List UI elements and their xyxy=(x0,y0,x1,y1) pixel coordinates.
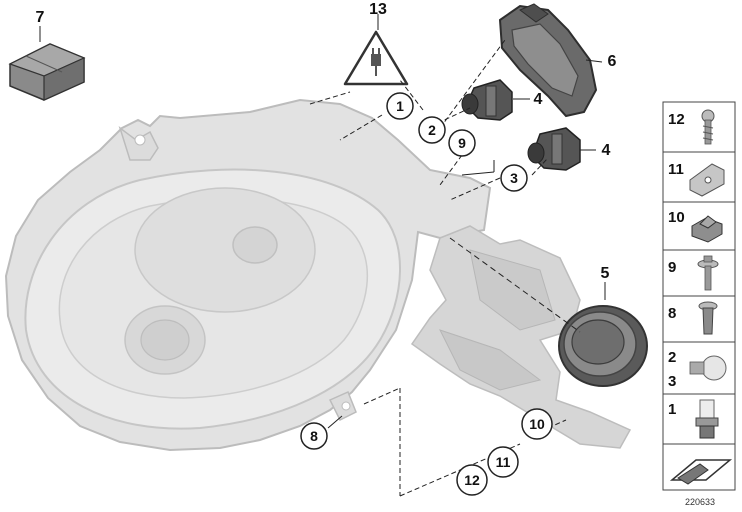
svg-text:9: 9 xyxy=(668,259,676,276)
svg-text:10: 10 xyxy=(529,416,545,432)
svg-text:8: 8 xyxy=(668,305,676,322)
cover-cap xyxy=(558,305,648,387)
svg-text:11: 11 xyxy=(668,161,684,178)
svg-text:3: 3 xyxy=(510,170,518,186)
label-13: 13 xyxy=(369,1,387,18)
nut-icon xyxy=(691,215,723,243)
legend-row-arrow xyxy=(662,443,736,491)
callout-1: 1 xyxy=(386,92,414,120)
arrow-wedge-icon xyxy=(669,459,733,485)
expansion-rivet-icon xyxy=(698,301,718,335)
svg-text:1: 1 xyxy=(396,98,404,114)
callout-12: 12 xyxy=(456,464,488,496)
screw-icon xyxy=(701,109,715,145)
svg-text:12: 12 xyxy=(464,472,480,488)
mounting-bracket xyxy=(410,225,632,449)
warning-triangle-icon xyxy=(343,30,409,86)
diagram-reference-number: 220633 xyxy=(685,497,715,507)
legend-row-10: 10 xyxy=(662,201,736,251)
svg-text:12: 12 xyxy=(668,111,685,128)
svg-text:3: 3 xyxy=(668,373,676,390)
access-cover xyxy=(498,3,598,118)
label-4-lower: 4 xyxy=(602,142,611,159)
legend-row-12: 12 xyxy=(662,101,736,153)
label-5: 5 xyxy=(601,265,610,282)
callout-3: 3 xyxy=(500,164,528,192)
bolt-washer-icon xyxy=(697,255,719,291)
svg-text:1: 1 xyxy=(668,401,676,418)
svg-text:11: 11 xyxy=(496,454,511,470)
label-7: 7 xyxy=(36,9,45,26)
legend-row-1: 1 xyxy=(662,393,736,445)
bulb-socket-lower xyxy=(527,127,581,171)
svg-text:9: 9 xyxy=(458,135,466,151)
parts-kit-box xyxy=(8,43,86,101)
callout-10: 10 xyxy=(521,408,553,440)
halogen-bulb-icon xyxy=(695,399,719,439)
svg-text:10: 10 xyxy=(668,209,685,226)
bulb-icon xyxy=(689,355,727,381)
clip-icon xyxy=(689,163,725,197)
bulb-socket-upper xyxy=(461,79,513,121)
svg-text:2: 2 xyxy=(668,349,676,366)
parts-legend: 12 11 10 xyxy=(662,101,736,491)
svg-text:2: 2 xyxy=(428,122,436,138)
headlight-housing xyxy=(4,98,492,452)
legend-row-8: 8 xyxy=(662,295,736,343)
legend-row-9: 9 xyxy=(662,249,736,297)
svg-text:8: 8 xyxy=(310,428,318,444)
callout-9: 9 xyxy=(448,129,476,157)
label-4-upper: 4 xyxy=(534,91,543,108)
callout-11: 11 xyxy=(487,446,519,478)
legend-row-2-3: 2 3 xyxy=(662,341,736,395)
legend-row-11: 11 xyxy=(662,151,736,203)
callout-2: 2 xyxy=(418,116,446,144)
label-6: 6 xyxy=(608,53,617,70)
callout-8: 8 xyxy=(300,422,328,450)
